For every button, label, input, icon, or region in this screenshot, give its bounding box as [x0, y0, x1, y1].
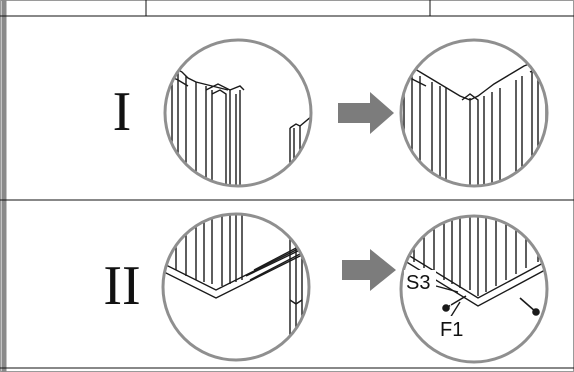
arrow-right-icon — [342, 249, 396, 291]
step-1-after-detail — [399, 38, 549, 188]
screw-icon — [519, 297, 540, 316]
step-2-before-detail — [161, 212, 311, 362]
step-1-before-detail — [163, 38, 313, 188]
arrow-right-icon — [338, 92, 394, 134]
step-2-label: II — [103, 255, 140, 317]
screw-icon — [442, 295, 467, 312]
callout-f1: F1 — [440, 319, 463, 341]
step-2-after-detail: S3 F1 — [399, 214, 549, 364]
callout-s3: S3 — [406, 272, 430, 294]
step-1-label: I — [113, 81, 132, 143]
